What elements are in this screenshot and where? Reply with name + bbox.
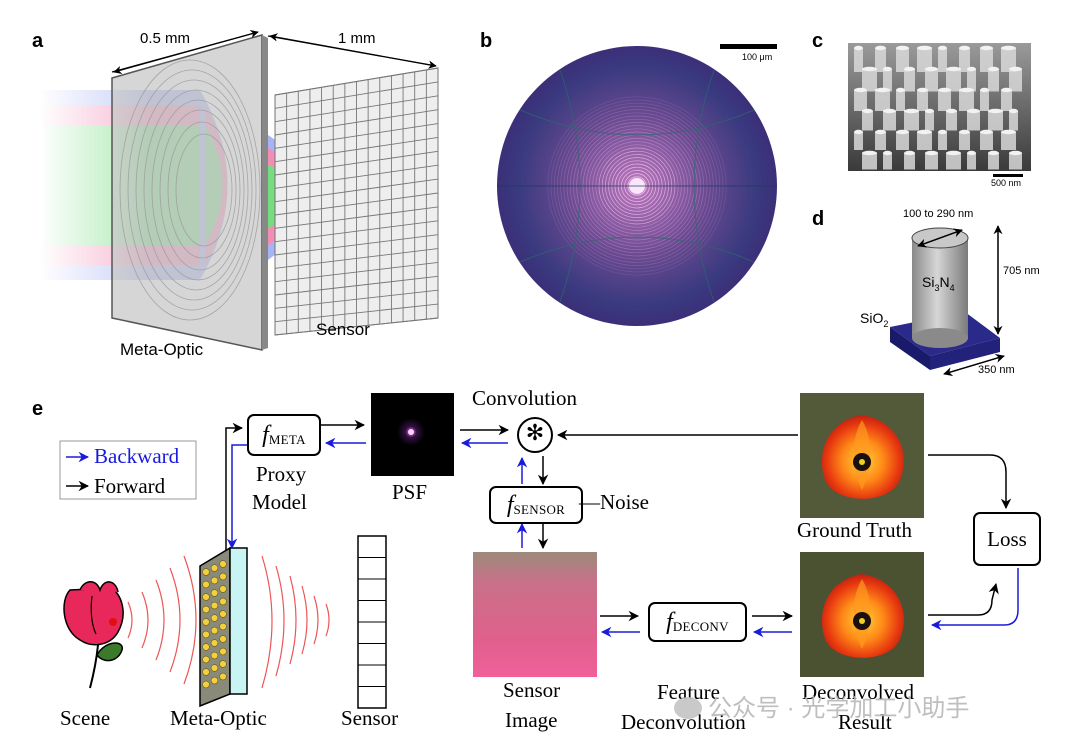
proxy-label: Proxy xyxy=(256,462,307,486)
psf-label: PSF xyxy=(392,480,428,504)
result-label: Result xyxy=(838,710,892,734)
scale-bar-c xyxy=(993,174,1023,177)
convolution-label: Convolution xyxy=(472,386,578,410)
sensor-label-a: Sensor xyxy=(316,320,370,339)
pitch-label: 350 nm xyxy=(978,364,1015,376)
wave-lines-left xyxy=(127,555,197,685)
panel-label-d: d xyxy=(812,208,825,230)
panel-label-b: b xyxy=(480,30,493,52)
noise-label: —Noise xyxy=(579,490,649,514)
meta-optic-plate xyxy=(111,34,268,351)
wechat-icon xyxy=(674,697,702,719)
panel-d-unit-cell xyxy=(890,225,1005,377)
legend-forward-label: Forward xyxy=(94,474,166,498)
panel-b-lens-micrograph xyxy=(497,44,777,326)
sensor-image xyxy=(473,552,597,677)
sensor-column-e xyxy=(357,535,387,709)
f-sensor-symbol: f xyxy=(506,491,514,518)
scene-label: Scene xyxy=(60,706,111,730)
pillar-material-label: Si3N4 xyxy=(922,274,955,293)
scale-bar-b-label: 100 μm xyxy=(742,52,773,62)
panel-c-sem-image xyxy=(848,43,1031,177)
model-label: Model xyxy=(252,490,307,514)
width-label: 0.5 mm xyxy=(140,30,191,47)
loss-box: Loss xyxy=(973,512,1041,566)
diameter-label: 100 to 290 nm xyxy=(903,208,974,220)
ground-truth-photo xyxy=(800,393,924,518)
deconvolved-label: Deconvolved xyxy=(802,680,914,704)
panel-label-e: e xyxy=(32,398,44,420)
f-sensor-subscript: SENSOR xyxy=(513,502,566,517)
rose-scene-icon xyxy=(63,581,124,689)
sensor-label-e: Sensor xyxy=(341,706,399,730)
substrate-material-label: SiO2 xyxy=(860,310,889,329)
sensor-image-label-line1: Sensor xyxy=(503,678,561,702)
dimension-arrows xyxy=(111,29,437,75)
scale-bar-c-label: 500 nm xyxy=(991,178,1022,188)
convolution-node xyxy=(517,417,553,453)
meta-optic-lens-e xyxy=(199,546,248,708)
meta-optic-label-e: Meta-Optic xyxy=(170,706,267,730)
meta-optic-label-a: Meta-Optic xyxy=(120,340,204,359)
arrow-result-to-loss xyxy=(928,582,999,616)
deconvolved-photo xyxy=(800,552,924,677)
watermark: 公众号 · 光学加工小助手 xyxy=(674,688,969,723)
legend-backward-label: Backward xyxy=(94,444,180,468)
gap-label: 1 mm xyxy=(338,30,376,47)
ground-truth-label: Ground Truth xyxy=(797,518,912,542)
f-deconv-symbol: f xyxy=(666,608,673,635)
sensor-image-label-line2: Image xyxy=(505,708,558,732)
arrow-optic-to-fmeta xyxy=(225,422,244,550)
watermark-text: 公众号 · 光学加工小助手 xyxy=(708,695,970,722)
panel-label-c: c xyxy=(812,30,824,52)
panel-a-illustration xyxy=(40,29,439,351)
panel-e-pipeline xyxy=(59,393,1019,709)
convolution-symbol: ✻ xyxy=(525,420,545,445)
panel-label-a: a xyxy=(32,30,44,52)
sensor-grid xyxy=(274,67,439,336)
back-arrow-fmeta-to-optic xyxy=(226,444,248,550)
back-arrow-loss-to-result xyxy=(930,568,1019,631)
arrow-gt-to-loss xyxy=(928,454,1012,510)
scale-bar-b xyxy=(720,44,777,49)
f-meta-symbol: f xyxy=(262,421,269,448)
height-label: 705 nm xyxy=(1003,265,1040,277)
f-deconv-subscript: DECONV xyxy=(672,619,729,634)
wave-lines-right xyxy=(261,555,330,689)
f-meta-subscript: META xyxy=(268,432,306,447)
